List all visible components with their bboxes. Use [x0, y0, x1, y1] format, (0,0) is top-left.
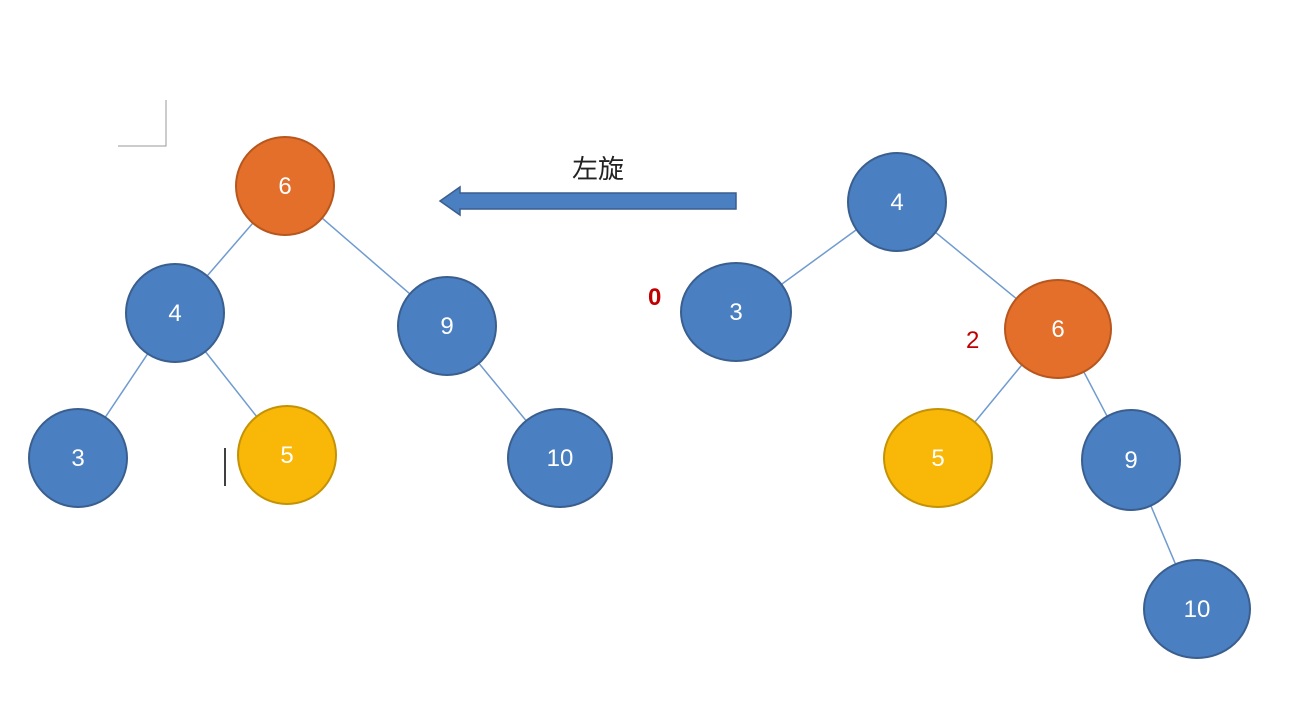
right-node-9: 9 — [1081, 409, 1181, 511]
right-edge-4-3 — [780, 229, 857, 285]
left-node-3: 3 — [28, 408, 128, 508]
left-node-5: 5 — [237, 405, 337, 505]
page-margin-marker — [118, 100, 167, 147]
right-node-circle-10 — [1143, 559, 1251, 659]
balance-label-node-6: 2 — [966, 327, 979, 354]
right-edge-6-9 — [1083, 371, 1108, 417]
left-tree: 6 4 9 3 5 10 — [28, 136, 613, 508]
arrow-caption: 左旋 — [572, 155, 624, 185]
right-node-circle-5 — [883, 408, 993, 508]
left-node-9: 9 — [397, 276, 497, 376]
left-node-label-9: 9 — [440, 313, 453, 340]
right-node-label-3: 3 — [729, 299, 742, 326]
right-node-circle-3 — [680, 262, 792, 362]
right-tree-edges — [780, 229, 1177, 565]
rotation-arrow: 左旋 — [438, 155, 737, 217]
right-node-4: 4 — [847, 152, 947, 252]
left-node-4: 4 — [125, 263, 225, 363]
balance-labels: 02 — [648, 284, 979, 354]
left-edge-9-10 — [478, 362, 527, 422]
right-node-10: 10 — [1143, 559, 1251, 659]
right-node-circle-6 — [1004, 279, 1112, 379]
left-node-circle-10 — [507, 408, 613, 508]
right-node-3: 3 — [680, 262, 792, 362]
left-node-circle-4 — [125, 263, 225, 363]
left-edge-4-5 — [204, 351, 258, 417]
right-edge-4-6 — [934, 231, 1017, 300]
left-node-label-4: 4 — [168, 300, 181, 327]
left-node-label-6: 6 — [278, 173, 291, 200]
right-node-label-9: 9 — [1124, 447, 1137, 474]
left-node-circle-3 — [28, 408, 128, 508]
right-node-label-5: 5 — [931, 445, 944, 472]
right-edge-6-5 — [974, 364, 1023, 423]
left-node-10: 10 — [507, 408, 613, 508]
balance-label-node-3: 0 — [648, 284, 661, 311]
left-tree-edges — [104, 217, 527, 422]
left-node-label-5: 5 — [280, 442, 293, 469]
left-arrow-icon — [438, 185, 737, 217]
right-node-5: 5 — [883, 408, 993, 508]
left-node-circle-6 — [235, 136, 335, 236]
right-tree: 4 3 6 5 9 10 — [680, 152, 1251, 659]
right-node-label-10: 10 — [1184, 596, 1211, 623]
left-edge-6-4 — [206, 222, 254, 277]
left-node-label-3: 3 — [71, 445, 84, 472]
left-node-circle-5 — [237, 405, 337, 505]
right-edge-9-10 — [1150, 505, 1177, 565]
right-node-circle-9 — [1081, 409, 1181, 511]
left-edge-6-9 — [321, 217, 411, 295]
right-node-6: 6 — [1004, 279, 1112, 379]
right-node-circle-4 — [847, 152, 947, 252]
left-node-label-10: 10 — [547, 445, 574, 472]
right-node-label-4: 4 — [890, 189, 903, 216]
left-node-circle-9 — [397, 276, 497, 376]
left-node-6: 6 — [235, 136, 335, 236]
right-node-label-6: 6 — [1051, 316, 1064, 343]
left-edge-4-3 — [104, 353, 149, 418]
